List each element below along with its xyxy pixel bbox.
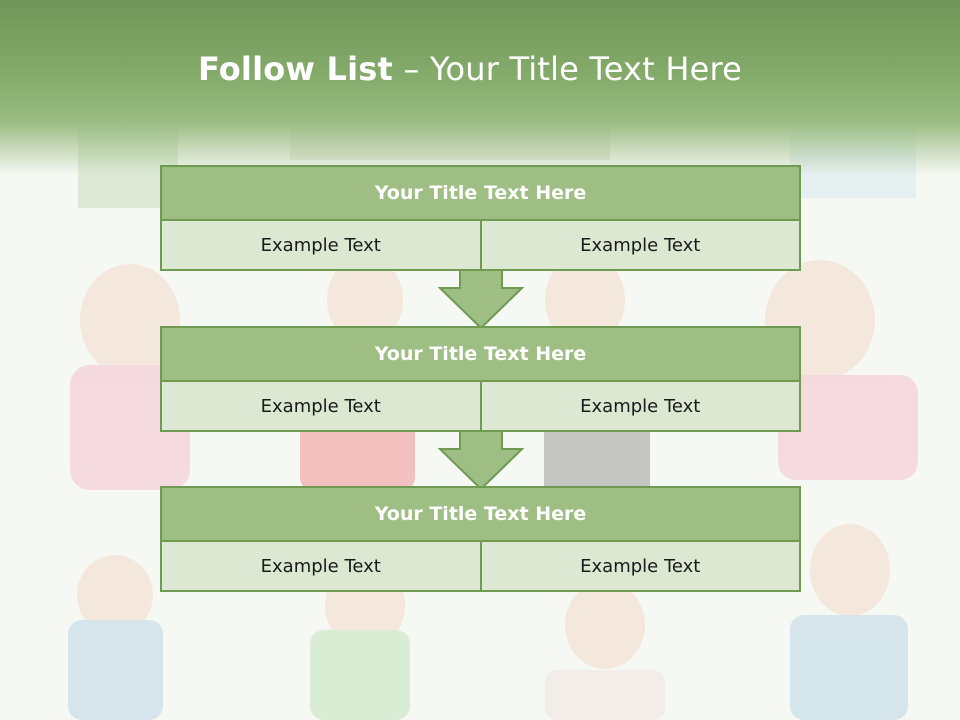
step-cell-right[interactable]: Example Text: [481, 542, 801, 592]
step-cell-left[interactable]: Example Text: [160, 382, 482, 432]
step-title[interactable]: Your Title Text Here: [160, 326, 801, 382]
step-block-1: Your Title Text Here Example Text Exampl…: [160, 165, 801, 271]
step-title[interactable]: Your Title Text Here: [160, 486, 801, 542]
down-arrow-icon: [438, 431, 524, 491]
slide-title: Follow List – Your Title Text Here: [0, 50, 940, 88]
slide-title-rest: – Your Title Text Here: [393, 50, 743, 88]
down-arrow-icon: [438, 270, 524, 330]
step-block-2: Your Title Text Here Example Text Exampl…: [160, 326, 801, 432]
step-title[interactable]: Your Title Text Here: [160, 165, 801, 221]
title-banner: [0, 0, 960, 175]
step-cell-right[interactable]: Example Text: [481, 221, 801, 271]
step-block-3: Your Title Text Here Example Text Exampl…: [160, 486, 801, 592]
slide-title-bold: Follow List: [197, 50, 394, 88]
step-cell-right[interactable]: Example Text: [481, 382, 801, 432]
step-cell-left[interactable]: Example Text: [160, 542, 482, 592]
step-cell-left[interactable]: Example Text: [160, 221, 482, 271]
